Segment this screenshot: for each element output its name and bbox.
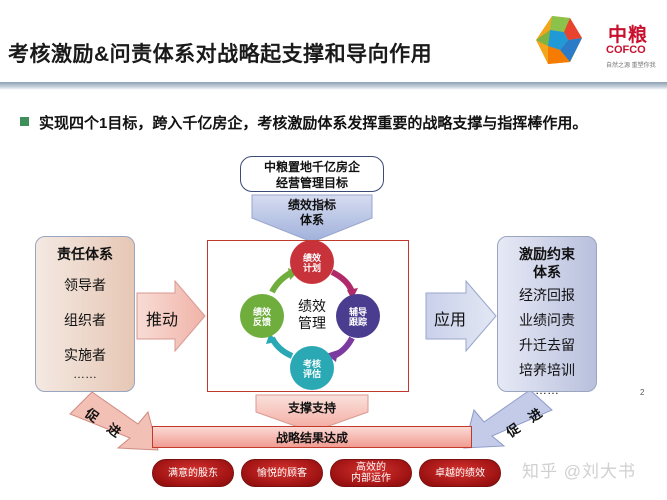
feedback-label-line2: 反馈 [252,317,271,327]
plan-label-line2: 计划 [302,263,321,273]
indicator-arrow [251,194,373,243]
cofco-logo-mark [536,16,582,64]
goal-line2: 经营管理目标 [275,176,348,190]
logo-slogan: 自然之源 重塑你我 [606,63,656,69]
key-statement-text: 实现四个1目标，跨入千亿房企，考核激励体系发挥重要的战略支撑与指挥棒作用。 [39,115,588,132]
circle-plan [290,240,334,284]
circle-feedback [240,294,284,338]
incentive-title-line2: 体系 [533,264,561,280]
result-text: 卓越的绩效 [435,467,485,479]
logo-text-en: COFCO [606,44,646,56]
incentive-item: …… [535,383,559,397]
bullet-square-icon [20,117,29,126]
title-divider [0,82,667,90]
evaluate-label-line2: 评估 [302,369,321,379]
performance-management-frame [207,240,409,392]
incentive-item: 经济回报 [519,287,575,303]
result-oval-customers: 愉悦的顾客 [241,459,323,487]
cycle-arrowhead-tr [347,288,358,300]
result-text: 愉悦的顾客 [257,467,307,479]
indicator-arrow-label: 绩效指标 体系 [262,198,362,228]
responsibility-item: …… [73,367,97,381]
page-number: 2 [640,388,645,397]
coach-label: 辅导 跟踪 [336,307,380,327]
incentive-item: 业绩问责 [519,312,575,328]
evaluate-label: 考核 评估 [290,359,334,379]
result-oval-performance: 卓越的绩效 [419,459,501,487]
push-arrow [136,279,206,353]
strategic-result-bar: 战略结果达成 [152,426,472,448]
watermark: 知乎 @刘大书 [522,462,636,481]
cycle-arrowhead-rb [326,350,338,362]
result-text: 满意的股东 [168,467,218,479]
evaluate-label-line1: 考核 [302,359,321,369]
coach-label-line2: 跟踪 [348,317,367,327]
push-arrow-label: 推动 [146,312,179,329]
coach-label-line1: 辅导 [348,307,367,317]
result-text: 内部运作 [351,473,391,484]
responsibility-title: 责任体系 [57,246,113,262]
support-arrow [255,394,369,433]
circle-coach [336,294,380,338]
responsibility-item: 领导者 [64,277,106,293]
incentive-item: 培养培训 [519,362,575,378]
goal-line1: 中粮置地千亿房企 [263,160,360,174]
indicator-label-line2: 体系 [299,213,324,227]
apply-arrow [425,279,497,353]
center-line1: 绩效 [298,298,326,314]
center-line2: 管理 [298,315,326,331]
apply-arrow-label: 应用 [434,312,467,329]
key-statement: 实现四个1目标，跨入千亿房企，考核激励体系发挥重要的战略支撑与指挥棒作用。 [20,112,648,136]
performance-management-center: 绩效 管理 [290,298,334,332]
responsibility-item: 实施者 [64,347,106,363]
circle-evaluate [290,346,334,390]
page-title: 考核激励&问责体系对战略起支撑和导向作用 [8,43,433,66]
cofco-logo [530,10,658,72]
feedback-label: 绩效 反馈 [240,307,284,327]
plan-label-line1: 绩效 [302,253,321,263]
responsibility-system-box: 责任体系 领导者 组织者 实施者 …… [35,236,135,392]
cycle-arrowhead-bl [266,332,276,344]
result-oval-operations: 高效的 内部运作 [330,459,412,487]
plan-label: 绩效 计划 [290,253,334,273]
support-arrow-label: 支撑支持 [287,401,336,415]
result-oval-shareholders: 满意的股东 [152,459,234,487]
result-text: 高效的 [356,462,386,473]
responsibility-item: 组织者 [64,312,106,328]
indicator-label-line1: 绩效指标 [287,198,336,212]
feedback-label-line1: 绩效 [252,307,271,317]
incentive-item: 升迁去留 [519,337,575,353]
logo-text-cn: 中粮 [608,25,649,46]
incentive-system-box: 激励约束 体系 经济回报 业绩问责 升迁去留 培养培训 …… [497,236,597,397]
incentive-title-line1: 激励约束 [519,246,575,262]
goal-box: 中粮置地千亿房企 经营管理目标 [240,156,384,192]
